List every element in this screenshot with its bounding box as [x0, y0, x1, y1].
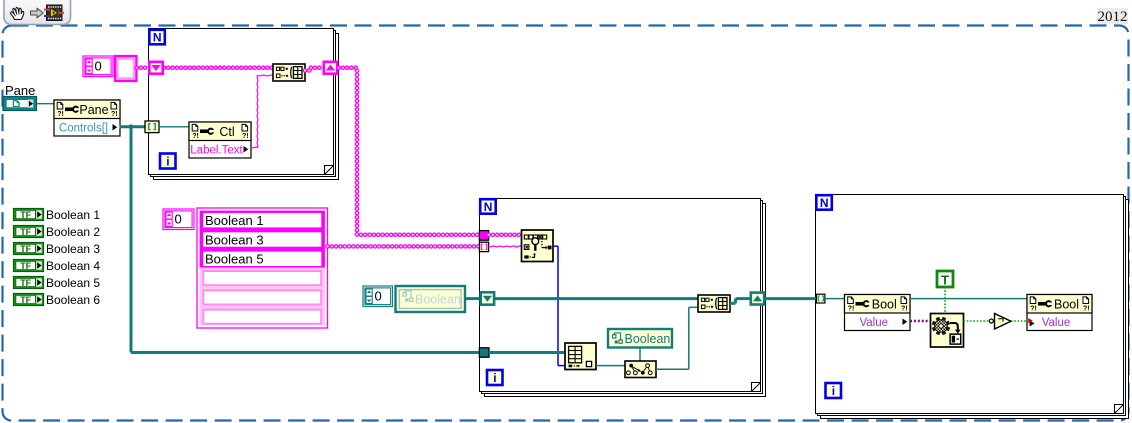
svg-text:Boolean 5: Boolean 5 [46, 276, 100, 290]
svg-text:?!: ?! [111, 111, 118, 118]
svg-text:TF: TF [20, 295, 31, 305]
svg-text:TF: TF [20, 227, 31, 237]
svg-text:Boolean: Boolean [625, 332, 671, 346]
svg-text:0: 0 [375, 288, 382, 303]
svg-text:Boolean 6: Boolean 6 [46, 293, 100, 307]
svg-text:Pane: Pane [5, 83, 35, 98]
svg-text:Ctl: Ctl [219, 125, 234, 139]
svg-text:TF: TF [20, 278, 31, 288]
svg-text:?!: ?! [901, 306, 908, 313]
svg-text:Boolean 2: Boolean 2 [46, 225, 100, 239]
svg-text:?!: ?! [1030, 306, 1037, 313]
svg-text:Bool: Bool [1054, 297, 1079, 311]
svg-text:?!: ?! [242, 133, 249, 140]
svg-text:N: N [820, 196, 829, 210]
svg-text:Value: Value [859, 317, 888, 329]
svg-text:Boolean 3: Boolean 3 [46, 242, 100, 256]
svg-text:i: i [493, 371, 496, 385]
svg-text:0: 0 [95, 58, 102, 73]
svg-text:Boolean 3: Boolean 3 [205, 232, 264, 247]
svg-text:Boolean 4: Boolean 4 [46, 259, 100, 273]
svg-text:Label.Text: Label.Text [190, 144, 243, 156]
svg-text:0: 0 [175, 211, 182, 226]
svg-text:Value: Value [1042, 317, 1071, 329]
svg-text:?!: ?! [848, 306, 855, 313]
svg-text:Pane: Pane [79, 103, 108, 117]
svg-text:?!: ?! [1083, 306, 1090, 313]
svg-text:Boolean 1: Boolean 1 [205, 213, 264, 228]
svg-text:TF: TF [20, 244, 31, 254]
svg-text:2012: 2012 [1098, 9, 1128, 25]
svg-text:TF: TF [20, 261, 31, 271]
svg-text:i: i [166, 155, 169, 169]
svg-text:?!: ?! [57, 111, 64, 118]
svg-text:?!: ?! [192, 133, 199, 140]
svg-text:N: N [153, 30, 162, 44]
svg-text:T: T [941, 273, 949, 288]
svg-text:Boolean: Boolean [415, 293, 461, 307]
svg-text:TF: TF [20, 210, 31, 220]
svg-text:N: N [484, 200, 493, 214]
svg-text:Boolean 1: Boolean 1 [46, 208, 100, 222]
svg-text:Controls[]: Controls[] [59, 122, 108, 134]
svg-text:Bool: Bool [872, 297, 897, 311]
svg-text:i: i [832, 384, 835, 398]
svg-text:Boolean 5: Boolean 5 [205, 252, 264, 267]
